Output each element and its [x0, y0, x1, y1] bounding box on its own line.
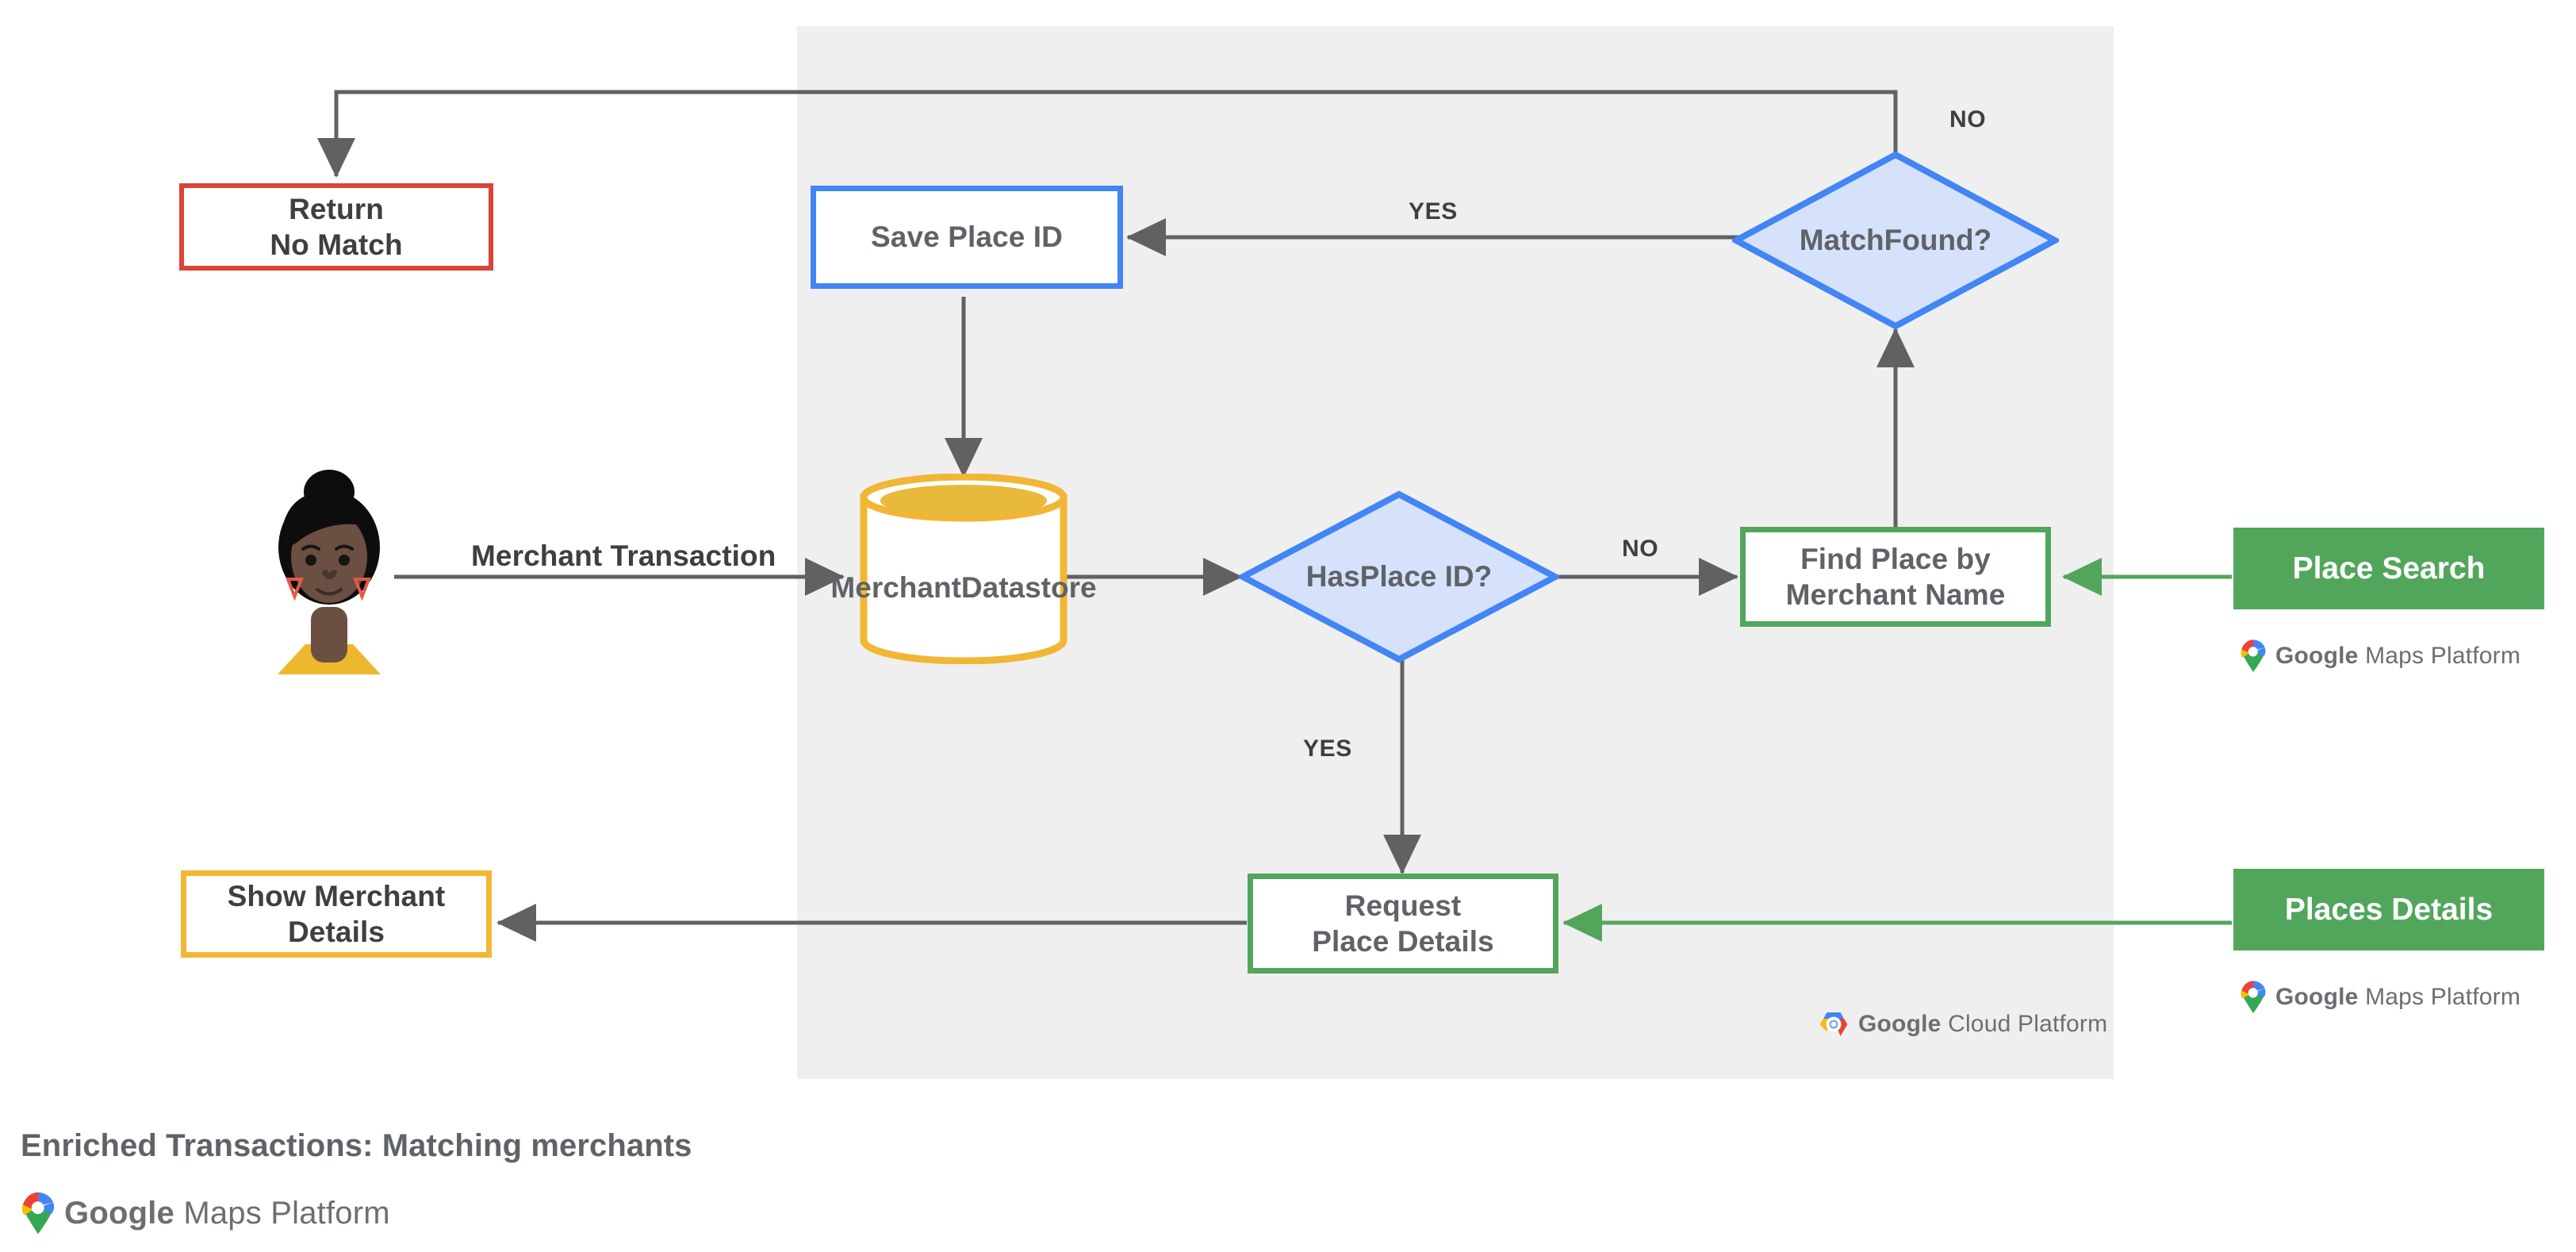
node-has-place-id[interactable]: Has Place ID?: [1236, 490, 1562, 663]
avatar-illustration: [278, 470, 381, 674]
edge-label-yes-has-place-id: YES: [1303, 735, 1352, 762]
merchant-customer-avatar: [262, 460, 397, 678]
node-return-no-match[interactable]: Return No Match: [179, 183, 493, 271]
google-maps-pin-icon: [21, 1192, 55, 1235]
cloud-platform-logo: Google Cloud Platform: [1818, 1010, 2107, 1039]
google-maps-pin-icon: [2241, 639, 2266, 672]
node-place-search[interactable]: Place Search: [2233, 528, 2544, 609]
node-find-place-by-merchant-name[interactable]: Find Place by Merchant Name: [1740, 527, 2051, 627]
node-save-place-id[interactable]: Save Place ID: [811, 186, 1123, 289]
node-match-found-label: Match Found?: [1799, 224, 1992, 257]
node-places-details-label: Places Details: [2284, 892, 2494, 927]
edge-label-no-has-place-id: NO: [1622, 536, 1659, 562]
diamond-shape: [1236, 490, 1562, 663]
maps-platform-logo-text: Google Maps Platform: [64, 1196, 390, 1231]
cylinder-shape: [860, 473, 1068, 665]
node-show-merchant-details-label: Show Merchant Details: [227, 879, 446, 948]
google-maps-pin-icon: [2241, 981, 2266, 1013]
node-request-place-details[interactable]: Request Place Details: [1248, 874, 1558, 974]
edge-match-found-no: [316, 90, 1898, 178]
node-show-merchant-details[interactable]: Show Merchant Details: [181, 870, 492, 958]
cloud-platform-logo-text: Google Cloud Platform: [1858, 1011, 2108, 1037]
node-merchant-datastore-label: Merchant Datastore: [830, 571, 1097, 605]
google-cloud-hexagon-icon: [1819, 1012, 1848, 1036]
page-title: Enriched Transactions: Matching merchant…: [21, 1128, 692, 1163]
node-match-found[interactable]: Match Found?: [1729, 151, 2062, 330]
edge-label-yes-match-found: YES: [1409, 198, 1458, 225]
maps-platform-logo-footer: Google Maps Platform: [21, 1192, 390, 1235]
node-find-place-label: Find Place by Merchant Name: [1785, 542, 2006, 611]
maps-platform-logo-text: Google Maps Platform: [2275, 984, 2521, 1010]
diamond-shape: [1729, 151, 2062, 330]
maps-platform-logo-place-search: Google Maps Platform: [2240, 639, 2520, 673]
edge-label-no-match-found: NO: [1949, 106, 1987, 132]
node-return-no-match-label: Return No Match: [270, 192, 403, 261]
node-has-place-id-label: Has Place ID?: [1305, 560, 1493, 593]
edge-label-merchant-transaction: Merchant Transaction: [471, 540, 776, 572]
maps-platform-logo-text: Google Maps Platform: [2275, 643, 2521, 669]
node-places-details[interactable]: Places Details: [2233, 869, 2544, 951]
node-request-place-details-label: Request Place Details: [1312, 889, 1494, 958]
node-save-place-id-label: Save Place ID: [871, 221, 1063, 254]
node-merchant-datastore[interactable]: Merchant Datastore: [830, 473, 1097, 665]
node-place-search-label: Place Search: [2292, 551, 2486, 586]
maps-platform-logo-places-details: Google Maps Platform: [2240, 981, 2520, 1014]
